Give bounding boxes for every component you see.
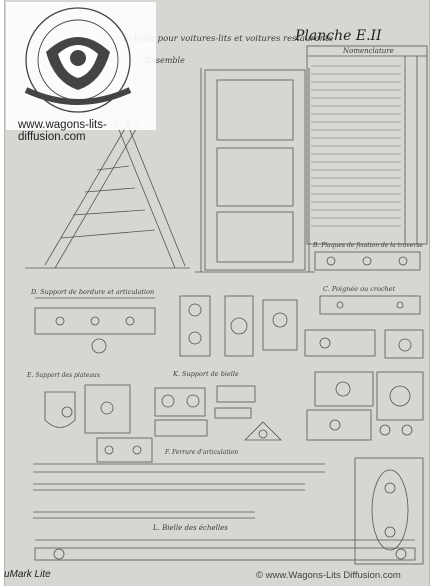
part-d-drawing (34, 297, 156, 354)
caption-f: F. Ferrure d'articulation (165, 449, 239, 456)
sheet-title: Planche E.II (295, 28, 382, 44)
parts-right-drawing (304, 329, 424, 441)
caption-k: K. Support de bielle (173, 370, 239, 378)
caption-l: L. Bielle des échelles (153, 524, 228, 532)
small-parts-drawing (179, 295, 298, 357)
part-e-drawing (44, 384, 153, 463)
umark-watermark: uMark Lite (4, 569, 51, 580)
nomenclature-heading: Nomenclature (343, 47, 394, 55)
ladder-drawing (25, 117, 190, 269)
site-url-text: www.wagons-lits-diffusion.com (18, 119, 107, 143)
seal-emblem (24, 7, 132, 113)
nomenclature-rows (311, 65, 401, 227)
part-c-drawing (319, 295, 421, 315)
part-l-drawing (34, 539, 416, 561)
oval-part-drawing (354, 457, 424, 565)
caption-e: E. Support des plateaux (27, 372, 101, 379)
sheet-subtitle: Echelle pour voitures-lits et voitures r… (123, 34, 333, 44)
technical-drawing (25, 45, 428, 565)
watermark-logo: www.wagons-lits-diffusion.com (6, 2, 156, 143)
caption-d: D. Support de bordure et articulation (31, 288, 155, 296)
caption-c: C. Poignée ou crochet (323, 285, 396, 293)
nomenclature-table (306, 45, 428, 245)
front-elevation-drawing (195, 68, 315, 273)
view-label: Ensemble (145, 56, 185, 65)
caption-b: B. Plaques de fixation de la traverse (313, 242, 423, 249)
part-k-drawing (154, 385, 282, 441)
fixing-plate-drawing (314, 251, 421, 271)
rods-drawing (33, 463, 325, 519)
copyright-watermark: © www.Wagons-Lits Diffusion.com (256, 570, 401, 581)
